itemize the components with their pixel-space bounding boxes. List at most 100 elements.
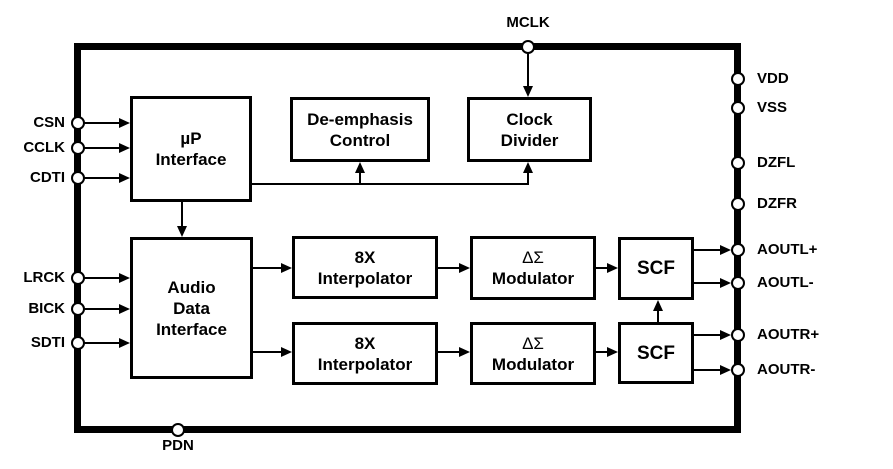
pin-circle-aoutl-p xyxy=(731,243,745,257)
wire-interp-to-mod-r xyxy=(438,351,459,353)
wire-aoutr-p xyxy=(694,334,721,336)
pin-circle-bick xyxy=(71,302,85,316)
wire-branch-clock-divider xyxy=(527,173,529,185)
wire-cdti-arrowhead xyxy=(119,173,130,183)
wire-lrck-arrowhead xyxy=(119,273,130,283)
pin-circle-cdti xyxy=(71,171,85,185)
pin-label-bick: BICK xyxy=(28,300,65,317)
wire-up-to-adi xyxy=(181,202,183,226)
block-label: Divider xyxy=(500,130,559,150)
pin-label-lrck: LRCK xyxy=(23,269,65,286)
block-scf-left: SCF xyxy=(618,237,694,300)
pin-circle-pdn xyxy=(171,423,185,437)
wire-mod-to-scf-l xyxy=(596,267,607,269)
wire-cclk-arrowhead xyxy=(119,143,130,153)
wire-aoutl-p-arrowhead xyxy=(720,245,731,255)
pin-circle-dzfl xyxy=(731,156,745,170)
block-label: µP xyxy=(180,129,202,148)
pin-circle-sdti xyxy=(71,336,85,350)
wire-adi-to-interp-r xyxy=(253,351,281,353)
block-interpolator-right: 8X Interpolator xyxy=(292,322,438,385)
pin-label-cclk: CCLK xyxy=(23,139,65,156)
block-label: 8X xyxy=(354,333,376,353)
pin-label-mclk: MCLK xyxy=(506,14,550,31)
pin-label-dzfr: DZFR xyxy=(757,195,797,212)
pin-label-pdn: PDN xyxy=(162,437,194,454)
wire-branch-deemphasis-arrowhead xyxy=(355,162,365,173)
wire-bick-arrowhead xyxy=(119,304,130,314)
block-scf-right: SCF xyxy=(618,322,694,384)
wire-adi-to-interp-l-arrowhead xyxy=(281,263,292,273)
wire-up-control-bus xyxy=(252,183,529,185)
wire-sdti-arrowhead xyxy=(119,338,130,348)
wire-aoutr-n-arrowhead xyxy=(720,365,731,375)
block-label: Interpolator xyxy=(317,354,413,374)
block-up-interface: µP Interface xyxy=(130,96,252,202)
block-modulator-right: ΔΣ Modulator xyxy=(470,322,596,385)
block-label: Audio xyxy=(167,277,216,297)
wire-mod-to-scf-l-arrowhead xyxy=(607,263,618,273)
pin-label-dzfl: DZFL xyxy=(757,154,796,171)
pin-label-csn: CSN xyxy=(33,114,65,131)
wire-up-to-adi-arrowhead xyxy=(177,226,187,237)
block-audio-data-interface: Audio Data Interface xyxy=(130,237,253,379)
wire-mod-to-scf-r xyxy=(596,351,607,353)
wire-lrck xyxy=(84,277,120,279)
wire-mod-to-scf-r-arrowhead xyxy=(607,347,618,357)
block-label: 8X xyxy=(354,247,376,267)
pin-circle-lrck xyxy=(71,271,85,285)
wire-cclk xyxy=(84,147,120,149)
wire-scf-to-scf-arrowhead xyxy=(653,300,663,311)
block-label: SCF xyxy=(637,342,675,364)
pin-label-vss: VSS xyxy=(757,99,788,116)
wire-interp-to-mod-l xyxy=(438,267,459,269)
wire-aoutl-n-arrowhead xyxy=(720,278,731,288)
pin-circle-csn xyxy=(71,116,85,130)
pin-circle-dzfr xyxy=(731,197,745,211)
block-label: Data xyxy=(173,298,210,318)
wire-csn xyxy=(84,122,120,124)
wire-mclk-arrowhead xyxy=(523,86,533,97)
delta-sigma-symbol: ΔΣ xyxy=(522,248,544,267)
wire-aoutl-p xyxy=(694,249,721,251)
block-interpolator-left: 8X Interpolator xyxy=(292,236,438,299)
wire-aoutl-n xyxy=(694,282,721,284)
block-label: Interface xyxy=(156,319,227,339)
pin-label-sdti: SDTI xyxy=(30,334,65,351)
pin-circle-aoutr-p xyxy=(731,328,745,342)
pin-label-aoutl-n: AOUTL- xyxy=(757,274,814,291)
wire-adi-to-interp-l xyxy=(253,267,281,269)
pin-label-aoutl-p: AOUTL+ xyxy=(757,241,818,258)
pin-label-aoutr-n: AOUTR- xyxy=(757,361,816,378)
wire-csn-arrowhead xyxy=(119,118,130,128)
wire-aoutr-p-arrowhead xyxy=(720,330,731,340)
pin-circle-vss xyxy=(731,101,745,115)
wire-interp-to-mod-l-arrowhead xyxy=(459,263,470,273)
block-modulator-left: ΔΣ Modulator xyxy=(470,236,596,300)
pin-circle-aoutl-n xyxy=(731,276,745,290)
wire-cdti xyxy=(84,177,120,179)
pin-label-vdd: VDD xyxy=(757,70,789,87)
block-label: Modulator xyxy=(491,354,575,374)
delta-sigma-symbol: ΔΣ xyxy=(522,333,544,353)
wire-aoutr-n xyxy=(694,369,721,371)
pin-circle-aoutr-n xyxy=(731,363,745,377)
pin-circle-mclk xyxy=(521,40,535,54)
block-clock-divider: Clock Divider xyxy=(467,97,592,162)
block-label: Control xyxy=(329,130,391,150)
wire-bick xyxy=(84,308,120,310)
block-label: Modulator xyxy=(491,269,575,288)
wire-adi-to-interp-r-arrowhead xyxy=(281,347,292,357)
wire-mclk xyxy=(527,53,529,86)
wire-branch-clock-divider-arrowhead xyxy=(523,162,533,173)
block-label: De-emphasis xyxy=(307,109,413,129)
pin-label-aoutr-p: AOUTR+ xyxy=(757,326,820,343)
block-deemphasis-control: De-emphasis Control xyxy=(290,97,430,162)
block-label: Interpolator xyxy=(317,268,413,288)
pin-circle-cclk xyxy=(71,141,85,155)
wire-interp-to-mod-r-arrowhead xyxy=(459,347,470,357)
wire-sdti xyxy=(84,342,120,344)
wire-branch-deemphasis xyxy=(359,173,361,185)
block-label: Interface xyxy=(155,150,227,169)
